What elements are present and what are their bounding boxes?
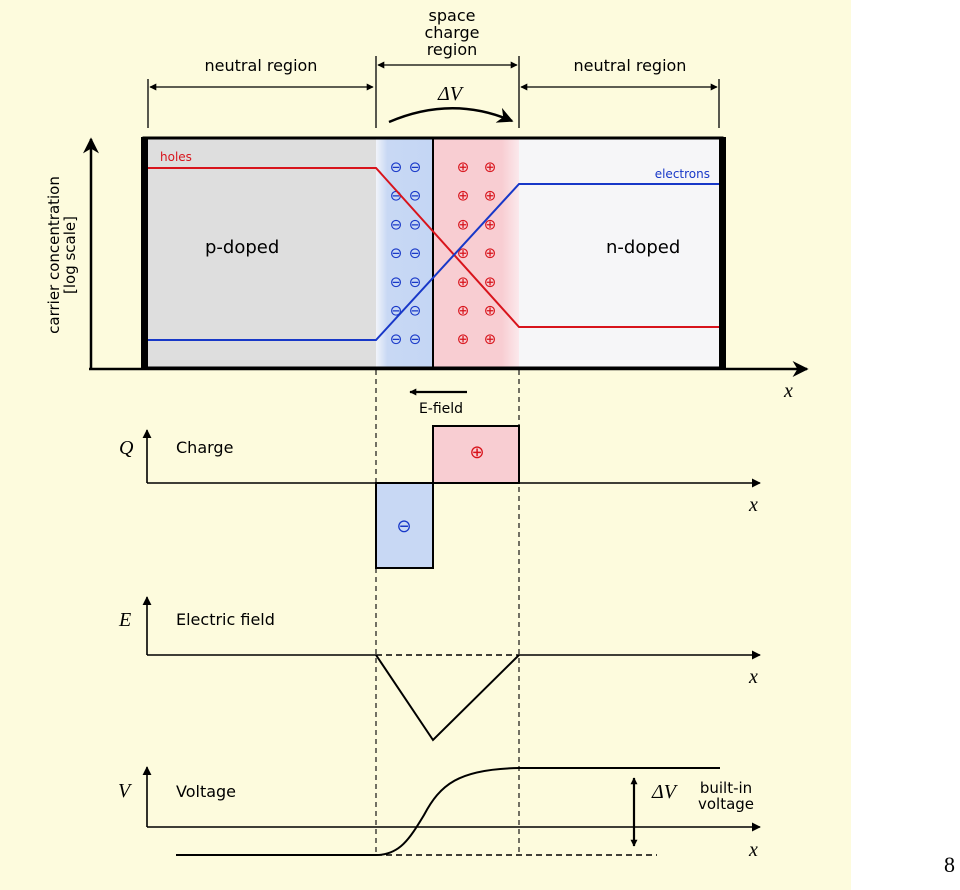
neutral-region-left-label: neutral region [205, 56, 318, 75]
negative-ion-symbol: ⊖ [390, 158, 403, 176]
p-doped-region [144, 138, 376, 368]
positive-ion-symbol: ⊕ [457, 158, 470, 176]
negative-ion-symbol: ⊖ [390, 330, 403, 348]
positive-ion-symbol: ⊕ [484, 187, 497, 205]
right-contact [719, 137, 726, 369]
depletion-negative-region [376, 138, 433, 368]
negative-charge-symbol: ⊖ [396, 516, 411, 537]
positive-ion-symbol: ⊕ [484, 302, 497, 320]
electrons-label: electrons [655, 167, 710, 181]
negative-ion-symbol: ⊖ [409, 215, 422, 233]
delta-v-top: ΔV [437, 83, 465, 105]
positive-charge-symbol: ⊕ [469, 442, 484, 463]
delta-v-curved-arrow [388, 107, 514, 124]
concentration-x-label: x [783, 380, 793, 402]
page-number: 8 [944, 852, 955, 877]
junction-block [141, 136, 726, 370]
p-doped-label: p-doped [205, 237, 279, 258]
space-charge-line3: region [427, 40, 478, 59]
e-field-label: E-field [419, 401, 463, 417]
field-x-label: x [748, 666, 758, 688]
positive-ion-symbol: ⊕ [484, 273, 497, 291]
voltage-curve [176, 767, 720, 856]
builtin-voltage-line2: voltage [698, 795, 754, 813]
positive-ion-symbol: ⊕ [457, 302, 470, 320]
negative-ion-symbol: ⊖ [390, 215, 403, 233]
negative-ion-symbol: ⊖ [409, 302, 422, 320]
positive-charge-block [432, 425, 520, 484]
space-charge-line2: charge [424, 23, 479, 42]
positive-ion-symbol: ⊕ [457, 215, 470, 233]
positive-ion-symbol: ⊕ [457, 273, 470, 291]
negative-ion-symbol: ⊖ [409, 158, 422, 176]
positive-ion-symbol: ⊕ [457, 330, 470, 348]
electrons-curve [148, 183, 719, 341]
charge-axis-symbol: Q [119, 437, 134, 459]
positive-ion-symbol: ⊕ [484, 244, 497, 262]
negative-ion-symbol: ⊖ [390, 273, 403, 291]
voltage-axis-symbol: V [118, 780, 133, 802]
left-contact [141, 137, 148, 369]
concentration-y-label: carrier concentration [log scale] [45, 176, 79, 334]
negative-ion-symbol: ⊖ [390, 187, 403, 205]
charge-label: Charge [176, 438, 233, 457]
region-dimension-lines [147, 56, 720, 128]
positive-ion-symbol: ⊕ [484, 158, 497, 176]
delta-v-voltage: ΔV [651, 781, 679, 803]
negative-charge-block [375, 482, 434, 569]
positive-ion-symbol: ⊕ [484, 215, 497, 233]
positive-ion-charges: ⊕⊕⊕⊕⊕⊕⊕⊕⊕⊕⊕⊕⊕⊕ [457, 158, 497, 348]
electric-field-curve [375, 654, 520, 742]
negative-ion-symbol: ⊖ [390, 244, 403, 262]
negative-ion-symbol: ⊖ [409, 187, 422, 205]
field-label: Electric field [176, 610, 275, 629]
space-charge-line1: space [429, 6, 476, 25]
negative-ion-symbol: ⊖ [409, 244, 422, 262]
builtin-voltage-line1: built-in [700, 779, 752, 797]
space-charge-region-label: space charge region [424, 6, 479, 59]
n-doped-label: n-doped [606, 237, 680, 258]
negative-ion-charges: ⊖⊖⊖⊖⊖⊖⊖⊖⊖⊖⊖⊖⊖⊖ [390, 158, 422, 348]
depletion-positive-region [433, 138, 519, 368]
charge-x-label: x [748, 494, 758, 516]
positive-ion-symbol: ⊕ [457, 187, 470, 205]
neutral-region-right-label: neutral region [574, 56, 687, 75]
negative-ion-symbol: ⊖ [409, 330, 422, 348]
voltage-label: Voltage [176, 782, 236, 801]
holes-label: holes [160, 150, 192, 164]
n-doped-region [519, 138, 722, 368]
holes-curve [148, 167, 719, 328]
positive-ion-symbol: ⊕ [484, 330, 497, 348]
field-axis-symbol: E [118, 609, 131, 631]
voltage-x-label: x [748, 839, 758, 861]
negative-ion-symbol: ⊖ [409, 273, 422, 291]
concentration-y-label-line2: [log scale] [61, 216, 79, 294]
concentration-y-label-line1: carrier concentration [45, 176, 63, 334]
